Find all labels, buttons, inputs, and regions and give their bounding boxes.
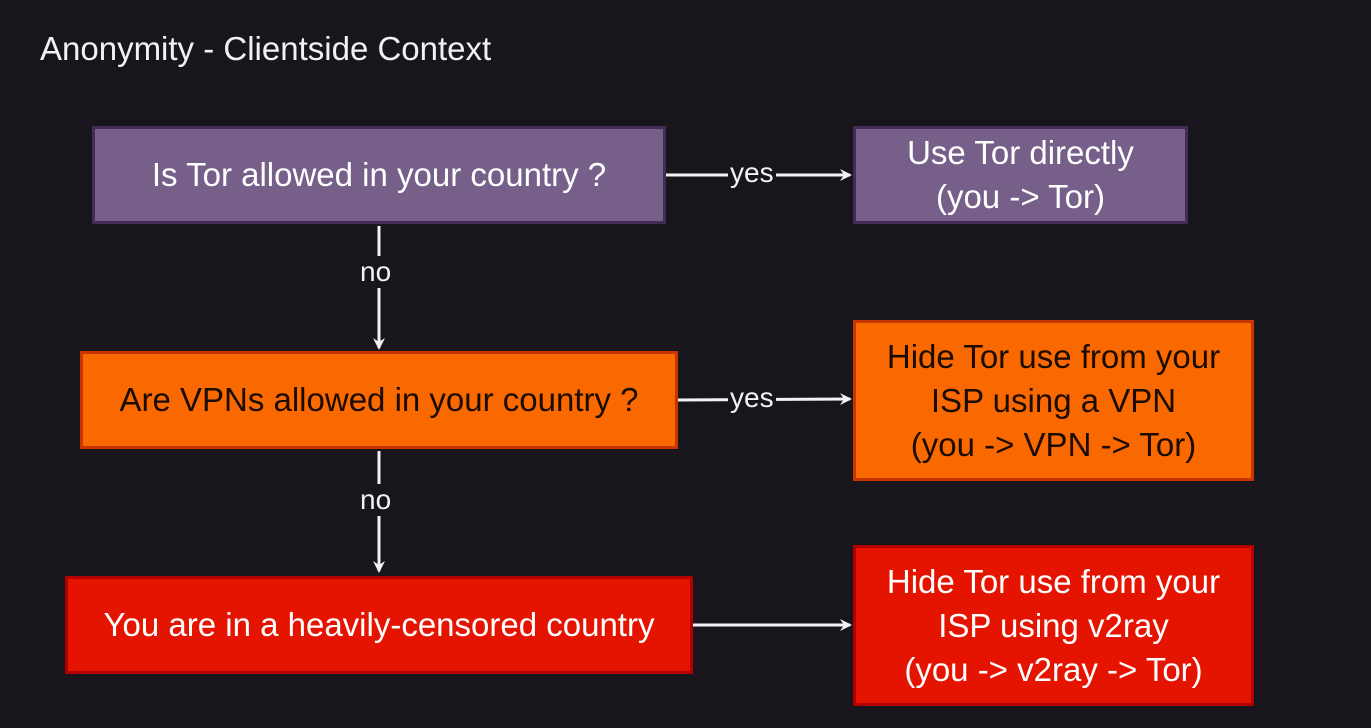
node-censored: You are in a heavily-censored country [65,576,693,674]
edge-label-yes: yes [728,157,776,189]
node-use-vpn: Hide Tor use from your ISP using a VPN (… [853,320,1254,481]
diagram-title: Anonymity - Clientside Context [40,30,492,67]
edge-label-no: no [358,256,394,288]
node-tor-allowed: Is Tor allowed in your country ? [92,126,666,224]
node-use-v2ray: Hide Tor use from your ISP using v2ray (… [853,545,1254,706]
node-vpn-allowed: Are VPNs allowed in your country ? [80,351,678,449]
edge-label-no: no [358,484,394,516]
edge-label-yes: yes [728,382,776,414]
node-use-tor: Use Tor directly (you -> Tor) [853,126,1188,224]
